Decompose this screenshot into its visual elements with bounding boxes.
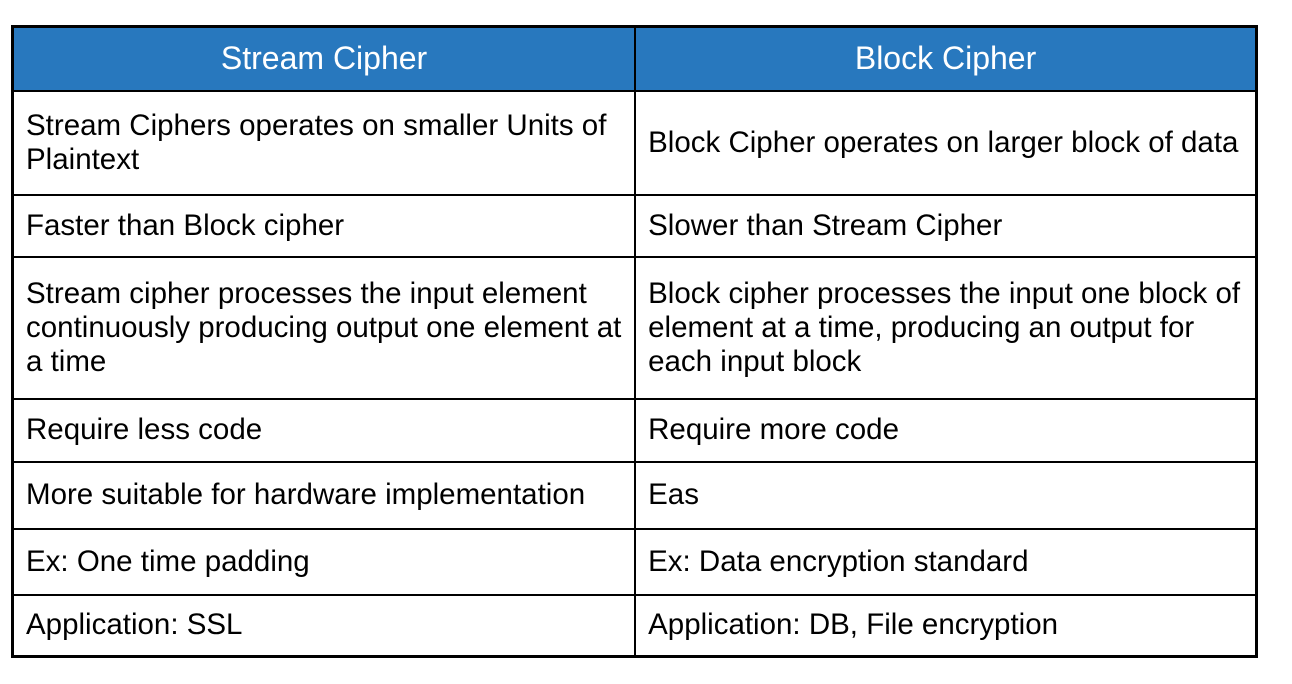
table-row-code: Require less code Require more code: [11, 397, 1258, 463]
table-row-example: Ex: One time padding Ex: Data encryption…: [11, 527, 1258, 596]
cipher-comparison-table: Stream Cipher Block Cipher Stream Cipher…: [11, 25, 1258, 658]
cell-block-code: Require more code: [634, 397, 1258, 463]
cell-block-application: Application: DB, File encryption: [634, 593, 1258, 658]
cell-stream-code: Require less code: [11, 397, 637, 463]
cell-stream-speed: Faster than Block cipher: [11, 193, 637, 258]
header-stream-cipher: Stream Cipher: [11, 25, 637, 92]
table-row-application: Application: SSL Application: DB, File e…: [11, 593, 1258, 658]
table-row-speed: Faster than Block cipher Slower than Str…: [11, 193, 1258, 258]
cell-block-speed: Slower than Stream Cipher: [634, 193, 1258, 258]
cell-block-units: Block Cipher operates on larger block of…: [634, 89, 1258, 196]
header-row: Stream Cipher Block Cipher: [11, 25, 1258, 92]
cell-stream-suitability: More suitable for hardware implementatio…: [11, 460, 637, 530]
cell-block-suitability: Eas: [634, 460, 1258, 530]
cell-block-example: Ex: Data encryption standard: [634, 527, 1258, 596]
cell-stream-processing: Stream cipher processes the input elemen…: [11, 255, 637, 400]
table-row-suitability: More suitable for hardware implementatio…: [11, 460, 1258, 530]
header-block-cipher: Block Cipher: [634, 25, 1258, 92]
cell-stream-application: Application: SSL: [11, 593, 637, 658]
table-row-processing: Stream cipher processes the input elemen…: [11, 255, 1258, 400]
cell-block-processing: Block cipher processes the input one blo…: [634, 255, 1258, 400]
cell-stream-units: Stream Ciphers operates on smaller Units…: [11, 89, 637, 196]
cell-stream-example: Ex: One time padding: [11, 527, 637, 596]
table-row-units: Stream Ciphers operates on smaller Units…: [11, 89, 1258, 196]
